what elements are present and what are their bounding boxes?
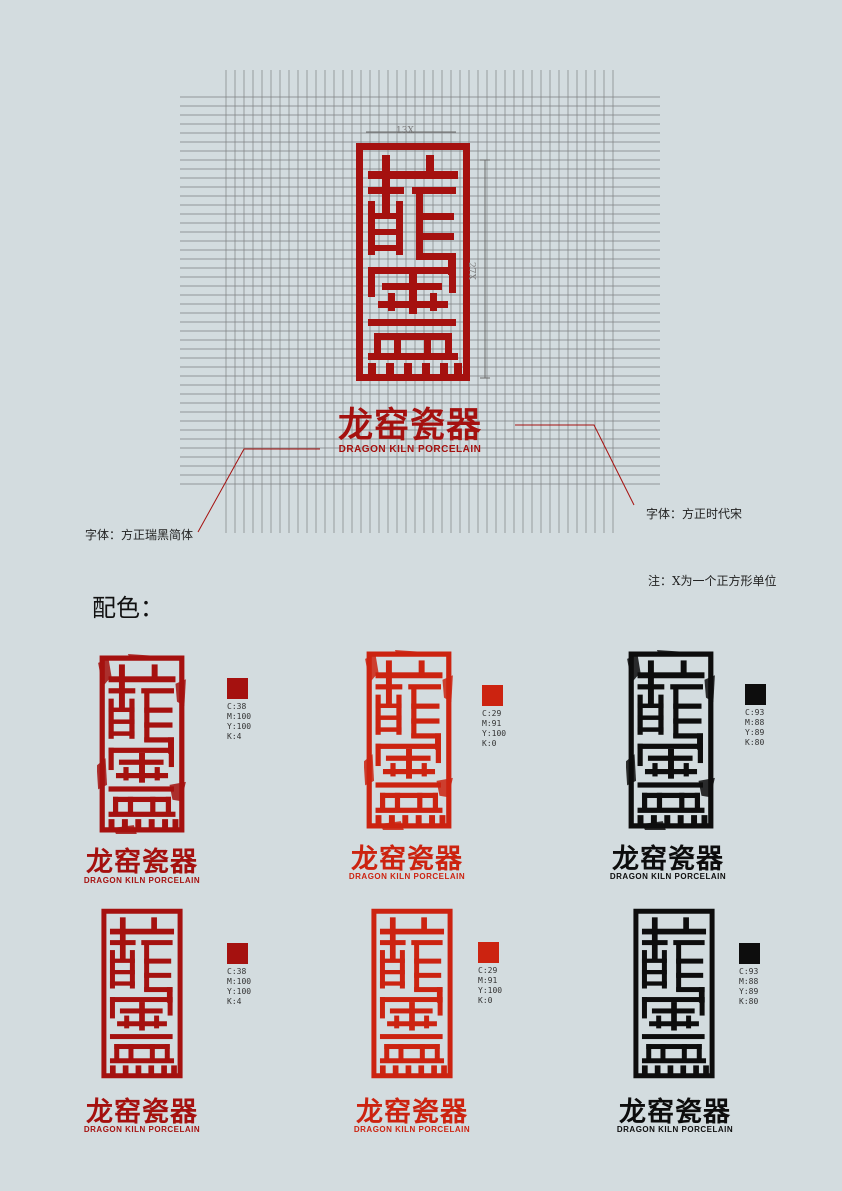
cmyk-values-black: C:93 M:88 Y:89 K:80 xyxy=(739,967,759,1006)
seal-glyph xyxy=(366,651,452,829)
variant-brand-en: DRAGON KILN PORCELAIN xyxy=(83,1125,201,1134)
palette-title: 配色： xyxy=(92,594,164,622)
font-leader-lines xyxy=(197,424,635,533)
brush-texture xyxy=(97,654,186,834)
font-note-left: 字体：方正瑞黑简体 xyxy=(85,528,194,542)
variant-brand-en: DRAGON KILN PORCELAIN xyxy=(353,1125,471,1134)
color-swatch-black xyxy=(739,943,760,964)
main-seal-logo xyxy=(354,141,472,383)
brush-texture xyxy=(626,650,715,830)
seal-glyph xyxy=(633,908,715,1079)
dimension-marks xyxy=(366,131,490,379)
seal-variant-textured-dark-red xyxy=(97,654,187,834)
cmyk-values-black: C:93 M:88 Y:89 K:80 xyxy=(745,708,765,747)
seal-variant-clean-red xyxy=(370,906,454,1081)
variant-brand-en: DRAGON KILN PORCELAIN xyxy=(616,1125,734,1134)
variant-brand-cn: 龙窑瓷器 xyxy=(351,844,463,875)
font-note-right: 字体：方正时代宋 xyxy=(646,507,743,521)
variant-brand-cn: 龙窑瓷器 xyxy=(86,1097,198,1128)
variant-brand-en: DRAGON KILN PORCELAIN xyxy=(348,872,466,881)
seal-glyph xyxy=(101,908,183,1079)
variant-brand-cn: 龙窑瓷器 xyxy=(86,847,198,878)
unit-note: 注：X为一个正方形单位 xyxy=(648,574,777,588)
cmyk-values-red: C:29 M:91 Y:100 K:0 xyxy=(482,709,507,748)
width-dimension-label: 13X xyxy=(396,126,414,136)
color-swatch-red xyxy=(478,942,499,963)
variant-brand-cn: 龙窑瓷器 xyxy=(612,844,724,875)
seal-glyph xyxy=(356,143,470,381)
cmyk-values-dark-red: C:38 M:100 Y:100 K:4 xyxy=(227,702,252,741)
main-brand-en: DRAGON KILN PORCELAIN xyxy=(338,444,482,455)
seal-glyph xyxy=(371,908,453,1079)
seal-variant-clean-dark-red xyxy=(100,906,184,1081)
cmyk-values-red: C:29 M:91 Y:100 K:0 xyxy=(478,966,503,1005)
seal-variant-textured-red xyxy=(364,650,454,830)
seal-variant-textured-black xyxy=(626,650,716,830)
height-dimension-label: 27X xyxy=(466,262,476,280)
color-swatch-dark-red xyxy=(227,943,248,964)
variant-brand-cn: 龙窑瓷器 xyxy=(619,1097,731,1128)
cmyk-values-dark-red: C:38 M:100 Y:100 K:4 xyxy=(227,967,252,1006)
variant-brand-en: DRAGON KILN PORCELAIN xyxy=(609,872,727,881)
brush-texture xyxy=(364,650,453,830)
color-swatch-dark-red xyxy=(227,678,248,699)
color-swatch-red xyxy=(482,685,503,706)
seal-variant-clean-black xyxy=(632,906,716,1081)
seal-glyph xyxy=(99,655,185,833)
main-brand-cn: 龙窑瓷器 xyxy=(337,406,482,446)
variant-brand-cn: 龙窑瓷器 xyxy=(356,1097,468,1128)
variant-brand-en: DRAGON KILN PORCELAIN xyxy=(83,876,201,885)
color-swatch-black xyxy=(745,684,766,705)
grid-lines xyxy=(180,70,660,533)
seal-glyph xyxy=(628,651,714,829)
